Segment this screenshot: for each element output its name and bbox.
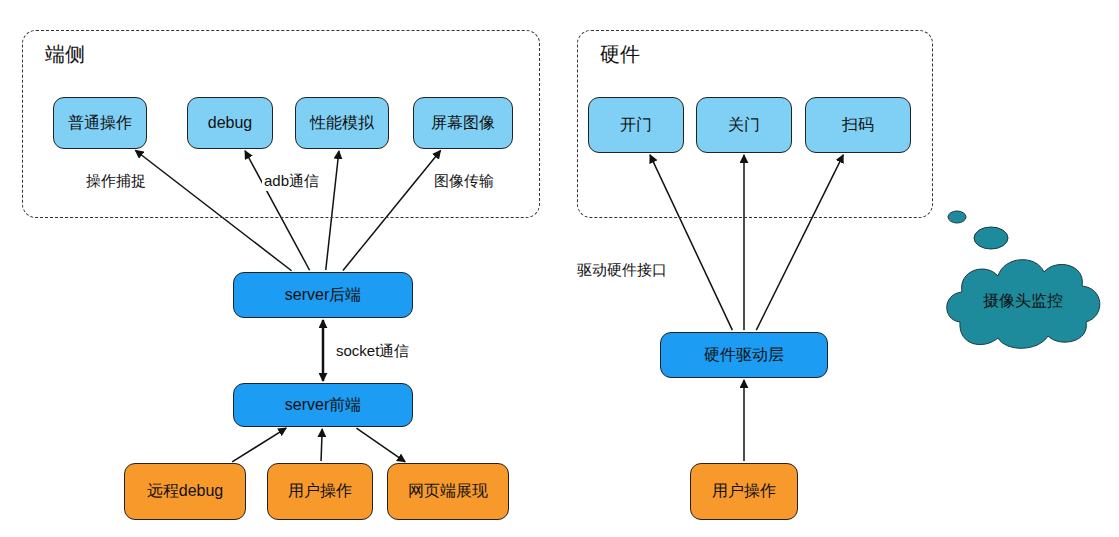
edge-label: socket通信: [334, 342, 411, 361]
node-label: 普通操作: [68, 113, 132, 134]
node-label: debug: [208, 114, 253, 132]
connector-arrow: [743, 380, 745, 461]
edge-label: 驱动硬件接口: [575, 261, 669, 280]
connector-arrow: [743, 155, 745, 330]
connector-arrow: [135, 150, 291, 271]
node-label: server后端: [285, 285, 361, 306]
node-label: 关门: [728, 115, 760, 136]
hardware-action-box: 关门: [696, 97, 792, 153]
function-box: 性能模拟: [295, 97, 389, 149]
node-label: server前端: [285, 395, 361, 416]
user-input-box: 用户操作: [690, 463, 798, 520]
node-label: 屏幕图像: [431, 113, 495, 134]
connector-arrow: [322, 320, 325, 381]
connector-arrow: [356, 428, 405, 462]
node-label: 扫码: [842, 115, 874, 136]
connector-arrow: [245, 151, 310, 270]
connector-arrow: [326, 151, 339, 270]
node-label: 用户操作: [712, 481, 776, 502]
connector-arrow: [756, 155, 843, 330]
hardware-group: 硬件开门 关门 扫码: [577, 30, 933, 218]
edge-label: 图像传输: [432, 172, 496, 191]
function-box: debug: [187, 97, 273, 149]
node-label: 开门: [620, 115, 652, 136]
node-label: 性能模拟: [310, 113, 374, 134]
function-box: 普通操作: [53, 97, 147, 149]
server-box: server后端: [233, 272, 413, 318]
hardware-action-box: 扫码: [805, 97, 911, 153]
connector-arrow: [650, 155, 732, 330]
connector-arrow: [232, 428, 286, 462]
node-label: 摄像头监控: [983, 291, 1063, 312]
node-label: 网页端展现: [408, 481, 488, 502]
function-box: 屏幕图像: [413, 97, 513, 149]
node-label: 用户操作: [288, 481, 352, 502]
edge-label: adb通信: [262, 172, 321, 191]
bubble: [974, 227, 1008, 249]
driver-box: 硬件驱动层: [660, 332, 828, 378]
group-heading: 端侧: [45, 41, 85, 68]
server-box: server前端: [233, 383, 413, 427]
bubble: [948, 211, 966, 223]
node-label: 硬件驱动层: [704, 345, 784, 366]
connector-arrow: [343, 151, 441, 271]
user-input-box: 远程debug: [124, 463, 246, 520]
user-input-box: 网页端展现: [387, 463, 509, 520]
user-input-box: 用户操作: [267, 463, 373, 520]
edge-label: 操作捕捉: [84, 172, 148, 191]
hardware-action-box: 开门: [588, 97, 684, 153]
cloud-shape: 摄像头监控: [940, 250, 1106, 352]
node-label: 远程debug: [147, 481, 224, 502]
connector-arrow: [321, 429, 322, 461]
group-heading: 硬件: [600, 41, 640, 68]
